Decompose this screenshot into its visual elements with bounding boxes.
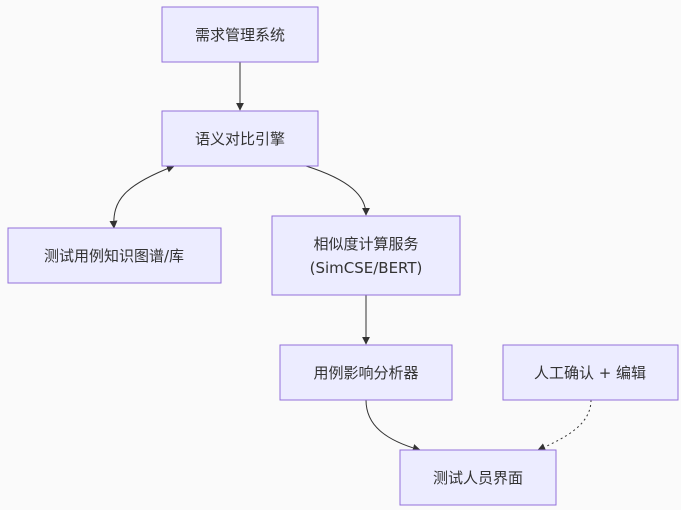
node-impact-analyzer: 用例影响分析器 xyxy=(279,344,453,401)
node-requirements-label: 需求管理系统 xyxy=(195,26,285,44)
edge-manual-confirm-to-tester-ui xyxy=(537,399,592,451)
node-similarity-service: 相似度计算服务 (SimCSE/BERT) xyxy=(271,215,461,296)
node-impact-analyzer-label: 用例影响分析器 xyxy=(313,364,418,382)
edge-analyzer-to-tester-ui xyxy=(365,399,421,452)
node-knowledge-base: 测试用例知识图谱/库 xyxy=(7,227,222,284)
node-semantic-engine: 语义对比引擎 xyxy=(161,110,319,167)
node-knowledge-base-label: 测试用例知识图谱/库 xyxy=(44,247,184,265)
node-tester-ui-label: 测试人员界面 xyxy=(433,469,523,487)
node-manual-confirm-label: 人工确认 + 编辑 xyxy=(534,364,646,382)
node-similarity-service-label-line1: 相似度计算服务 xyxy=(313,235,418,253)
edge-engine-knowledge-bidirectional xyxy=(109,164,175,229)
node-semantic-engine-label: 语义对比引擎 xyxy=(195,130,285,148)
node-similarity-service-label-line2: (SimCSE/BERT) xyxy=(310,259,423,277)
edge-engine-to-similarity xyxy=(305,165,370,216)
node-tester-ui: 测试人员界面 xyxy=(399,449,557,506)
node-requirements-system: 需求管理系统 xyxy=(161,6,319,63)
node-manual-confirm: 人工确认 + 编辑 xyxy=(502,344,679,401)
